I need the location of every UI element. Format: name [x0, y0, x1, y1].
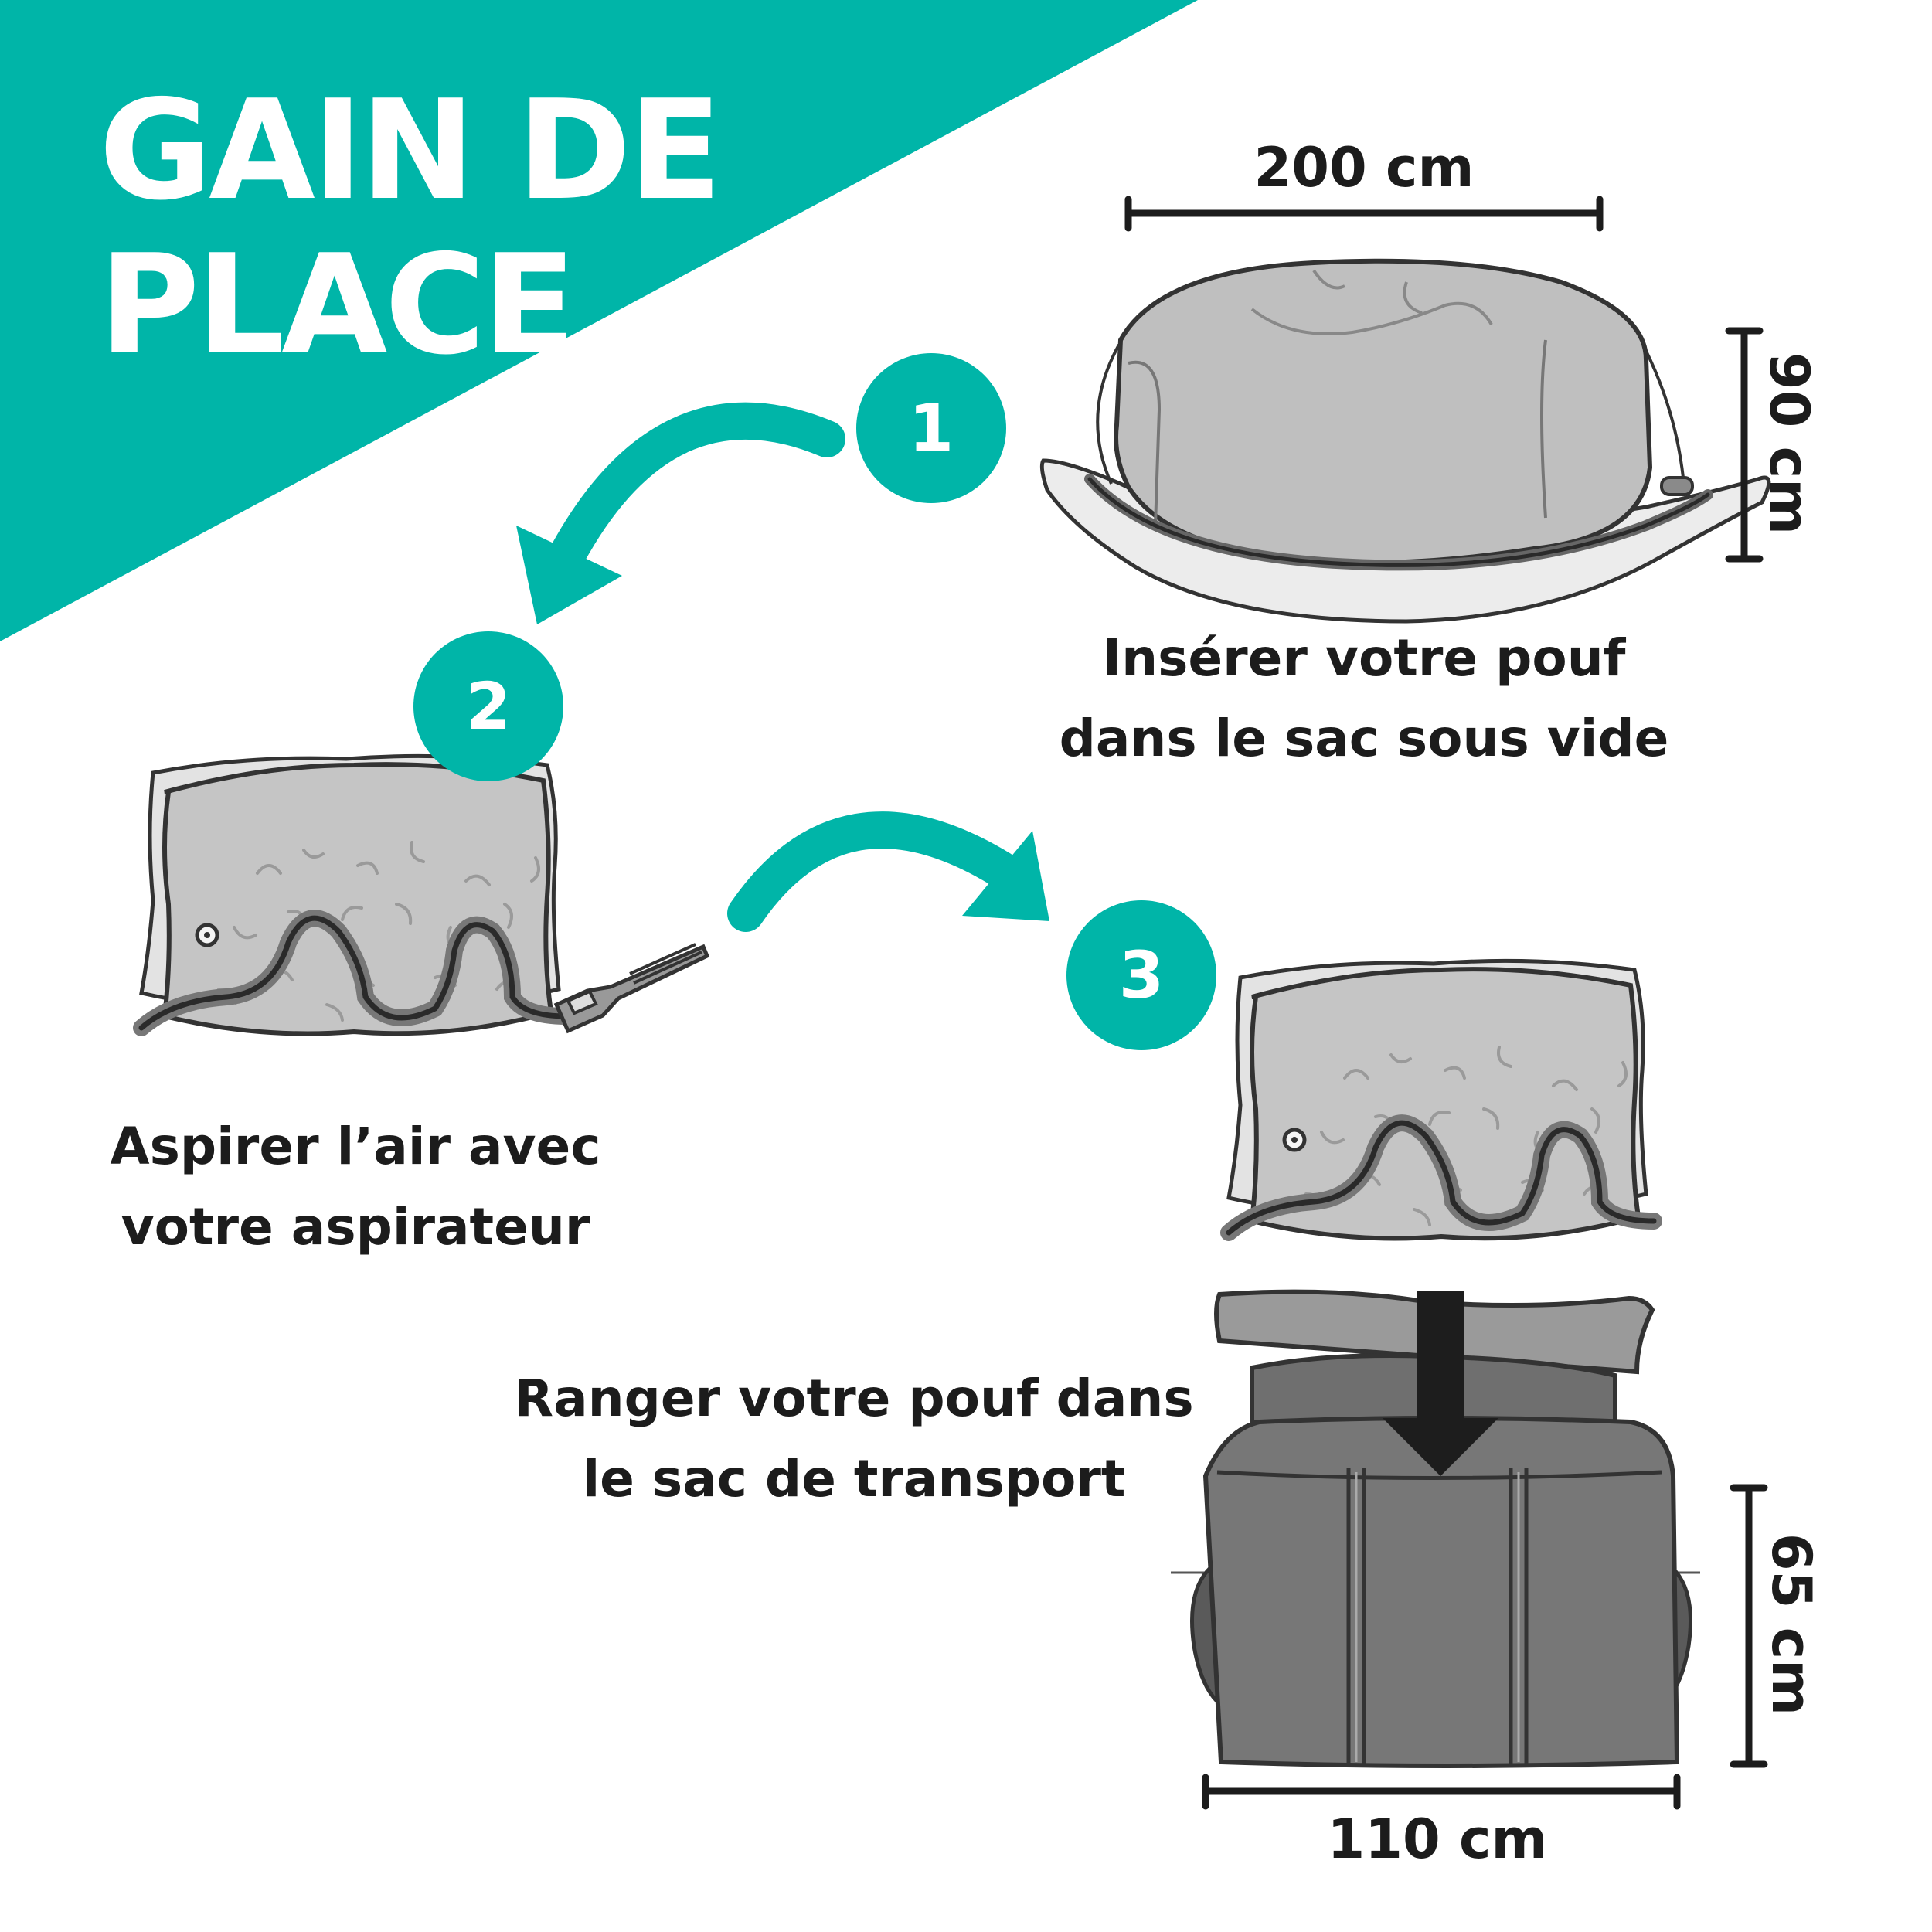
step-3-caption-line-2: le sac de transport	[582, 1449, 1126, 1509]
step-1-caption-line-2: dans le sac sous vide	[1059, 709, 1669, 768]
vacuum-hose	[553, 943, 710, 1034]
arrow-step2-to-step3	[727, 811, 1049, 932]
step-3-caption: Ranger votre pouf dans le sac de transpo…	[510, 1359, 1198, 1519]
title-line-2: PLACE	[99, 225, 577, 385]
compressed-vacuum-bag	[1229, 961, 1654, 1238]
step-2-caption: Aspirer l’air avec votre aspirateur	[85, 1107, 626, 1267]
title-line-1: GAIN DE	[99, 70, 722, 230]
dimension-height-65: 65 cm	[1760, 1532, 1823, 1716]
vacuum-bag-with-hose	[141, 756, 566, 1033]
step-1-badge: 1	[856, 353, 1006, 503]
dimension-width-110: 110 cm	[1327, 1808, 1548, 1871]
step-2-badge: 2	[413, 631, 563, 781]
dimension-height-90: 90 cm	[1757, 352, 1821, 536]
title-banner	[0, 0, 1198, 641]
step-1-caption-line-1: Insérer votre pouf	[1102, 628, 1626, 688]
insert-arrow	[1383, 1291, 1498, 1476]
step-3-badge: 3	[1066, 900, 1216, 1050]
step-2-caption-line-1: Aspirer l’air avec	[110, 1117, 601, 1176]
pouf-in-vacuum-bag	[1039, 258, 1771, 624]
dimension-lines-step1	[1124, 196, 1764, 563]
arrow-step1-to-step2	[516, 402, 845, 624]
step-1-caption: Insérer votre pouf dans le sac sous vide	[1055, 618, 1673, 779]
page-title: GAIN DE PLACE	[99, 70, 722, 385]
step-2-caption-line-2: votre aspirateur	[121, 1197, 590, 1257]
dimension-lines-step3	[1202, 1484, 1768, 1810]
dimension-width-200: 200 cm	[1253, 136, 1475, 199]
step-3-caption-line-1: Ranger votre pouf dans	[514, 1369, 1194, 1428]
